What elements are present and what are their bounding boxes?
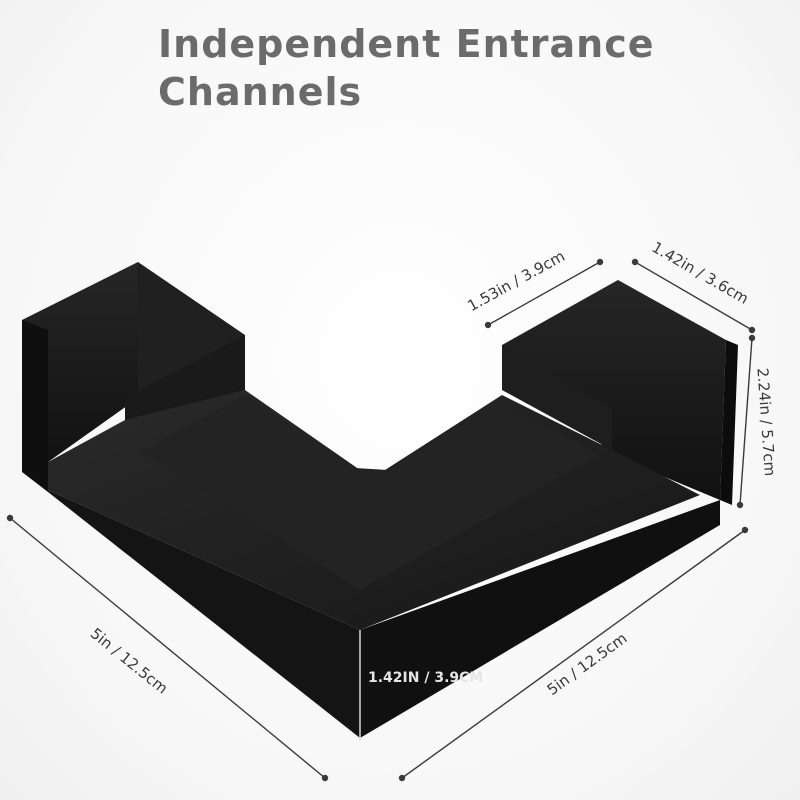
dim-end-dot bbox=[398, 774, 406, 782]
dim-end-dot bbox=[484, 321, 492, 329]
title-line-1: Independent Entrance bbox=[158, 22, 655, 66]
front-left-wall bbox=[48, 490, 360, 738]
dim-line-depth bbox=[634, 261, 753, 331]
dimension-lines bbox=[6, 258, 756, 782]
dim-end-dot bbox=[748, 326, 756, 334]
label-front-height: 1.42IN / 3.9CM bbox=[368, 670, 484, 686]
right-divider bbox=[502, 345, 612, 450]
title-line-2: Channels bbox=[158, 70, 363, 114]
dim-end-dot bbox=[748, 334, 756, 342]
page-title: Independent Entrance Channels bbox=[158, 20, 655, 116]
left-outer-wall bbox=[22, 320, 48, 492]
dim-line-right-length bbox=[401, 529, 746, 779]
dim-line-left-length bbox=[9, 517, 326, 779]
left-back-wall bbox=[22, 262, 138, 470]
front-right-wall bbox=[360, 500, 720, 738]
dim-end-dot bbox=[321, 774, 329, 782]
dim-end-dot bbox=[596, 258, 604, 266]
right-side-wall bbox=[720, 340, 738, 505]
inner-platform bbox=[140, 395, 600, 590]
dim-end-dot bbox=[6, 514, 14, 522]
dim-end-dot bbox=[741, 526, 749, 534]
dim-end-dot bbox=[736, 501, 744, 509]
dim-line-top-width bbox=[487, 261, 601, 326]
dim-end-dot bbox=[631, 258, 639, 266]
right-back-wall bbox=[502, 280, 726, 500]
dim-line-height bbox=[739, 337, 753, 506]
